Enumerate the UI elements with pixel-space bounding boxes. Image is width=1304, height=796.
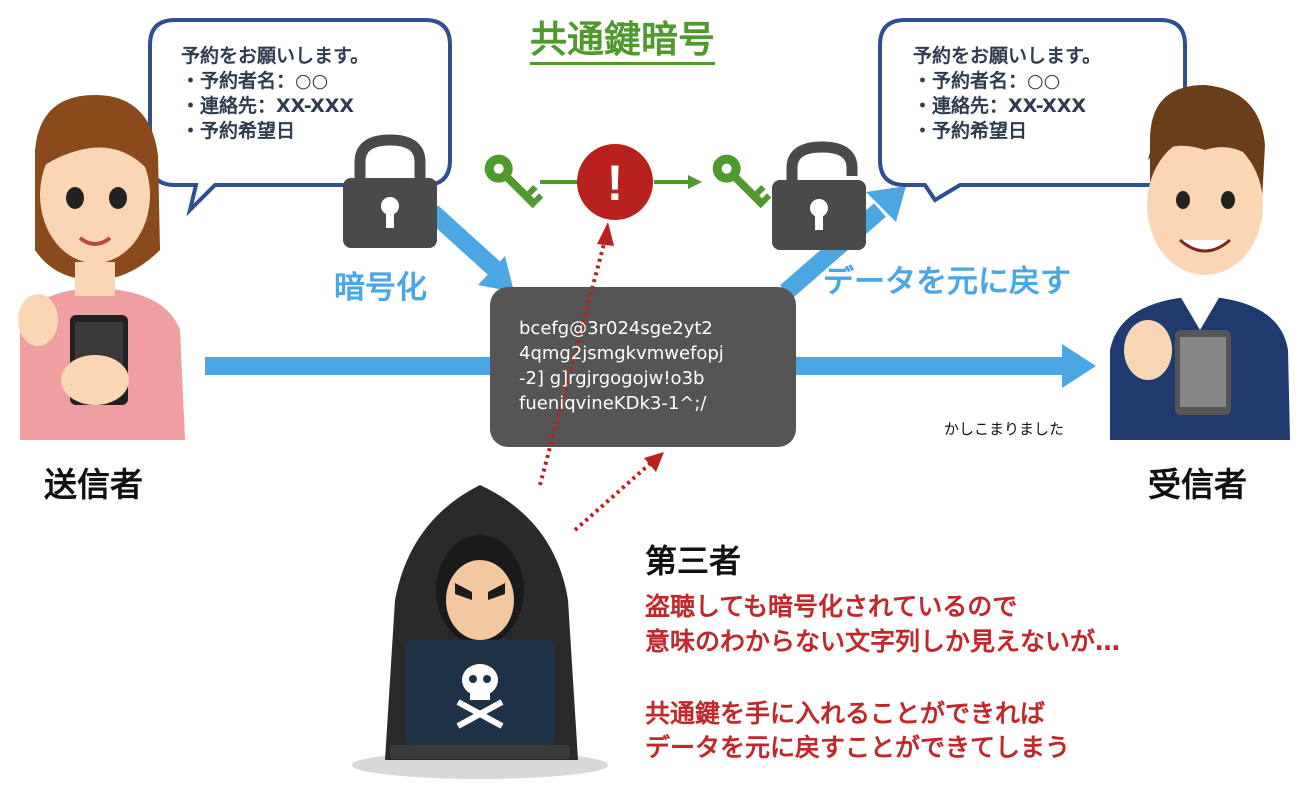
encrypt-label: 暗号化 (334, 270, 427, 306)
key-icon (712, 154, 772, 209)
receiver-bubble-line: ・予約者名：○○ (913, 70, 1061, 92)
sender-label: 送信者 (44, 465, 143, 504)
diagram-title: 共通鍵暗号 (530, 18, 715, 65)
warning-symbol: ! (607, 155, 624, 211)
encrypt-arrow (425, 205, 514, 292)
padlock-open-icon (772, 141, 866, 250)
padlock-closed-icon (343, 134, 437, 248)
receiver-bubble-line: 予約をお願いします。 (913, 45, 1102, 67)
receiver-person (1110, 85, 1290, 440)
intercept-arrow-to-cipher (573, 452, 664, 532)
warning-icon: ! (577, 144, 653, 220)
sender-bubble-line: ・予約者名：○○ (181, 70, 329, 92)
third-party-note-line: 共通鍵を手に入れることができれば (645, 699, 1046, 728)
ciphertext-line: bcefg@3r024sge2yt2 (519, 318, 713, 339)
sender-person (18, 95, 185, 440)
ciphertext: bcefg@3r024sge2yt2 4qmg2jsmgkvmwefopj -2… (519, 316, 724, 416)
third-party-label: 第三者 (645, 542, 742, 580)
receiver-label: 受信者 (1148, 465, 1247, 504)
receiver-bubble-line: ・連絡先：XX-XXX (913, 95, 1087, 117)
ciphertext-box (490, 287, 796, 447)
sender-bubble-line: ・予約希望日 (181, 120, 296, 142)
third-party-note-line: 意味のわからない文字列しか見えないが… (645, 627, 1121, 656)
key-icon (484, 154, 544, 209)
ciphertext-line: fueniqvineKDk3-1^;/ (519, 393, 707, 414)
receiver-bubble-line: ・予約希望日 (913, 120, 1028, 142)
receiver-reply: かしこまりました (944, 420, 1065, 438)
third-party-note-line: 盗聴しても暗号化されているので (645, 592, 1018, 621)
ciphertext-line: 4qmg2jsmgkvmwefopj (519, 343, 724, 364)
receiver-speech-bubble (878, 18, 1187, 203)
decrypt-label: データを元に戻す (823, 264, 1071, 300)
sender-speech-bubble (148, 18, 452, 217)
intercept-arrow-to-key (538, 222, 614, 486)
sender-bubble-line: ・連絡先：XX-XXX (181, 95, 355, 117)
ciphertext-line: -2] g]rgjrgogojw!o3b (519, 368, 705, 389)
hacker-person (352, 485, 608, 779)
third-party-note-line: データを元に戻すことができてしまう (645, 733, 1071, 762)
key-transfer-arrow (654, 175, 702, 189)
skull-icon (456, 664, 504, 729)
sender-bubble-line: 予約をお願いします。 (181, 45, 370, 67)
